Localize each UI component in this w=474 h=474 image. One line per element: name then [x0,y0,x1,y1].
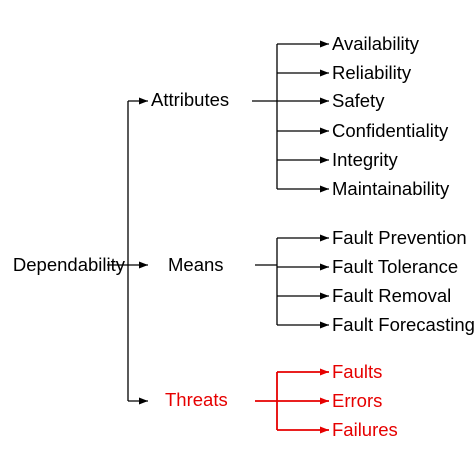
root-label-dependability: Dependability [12,254,125,275]
means-connectors [255,234,329,329]
threats-connectors [255,368,329,434]
leaf-faults: Faults [332,361,383,382]
branch-label-means: Means [168,254,224,275]
leaf-confidentiality: Confidentiality [332,120,449,141]
branch-label-attributes: Attributes [151,89,230,110]
leaf-errors: Errors [332,390,383,411]
leaf-safety: Safety [332,90,385,111]
leaf-fault-removal: Fault Removal [332,285,452,306]
leaf-availability: Availability [332,33,420,54]
branch-label-threats: Threats [165,389,228,410]
leaf-fault-forecasting: Fault Forecasting [332,314,474,335]
leaf-failures: Failures [332,419,398,440]
leaf-reliability: Reliability [332,62,412,83]
leaf-maintainability: Maintainability [332,178,450,199]
leaf-fault-tolerance: Fault Tolerance [332,256,459,277]
attributes-connectors [252,40,329,193]
leaf-fault-prevention: Fault Prevention [332,227,467,248]
root-connectors [107,97,148,405]
leaf-integrity: Integrity [332,149,398,170]
